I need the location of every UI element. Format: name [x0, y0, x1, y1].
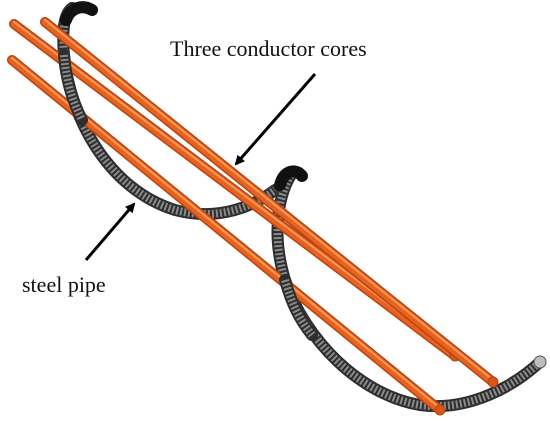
- steel-pipe-helix: [57, 1, 547, 413]
- steel-pipe-front-pieces: [58, 49, 318, 341]
- arrow-steel-pipe: [84, 202, 136, 261]
- steel-pipe-segment-lower: [271, 166, 546, 413]
- conductor-core-1: [9, 19, 461, 362]
- label-steel-pipe: steel pipe: [22, 272, 106, 297]
- arrow-conductor-cores: [234, 73, 317, 166]
- conductor-core-2: [40, 17, 499, 388]
- conductor-cores: [7, 17, 499, 416]
- label-conductor-cores: Three conductor cores: [170, 36, 367, 61]
